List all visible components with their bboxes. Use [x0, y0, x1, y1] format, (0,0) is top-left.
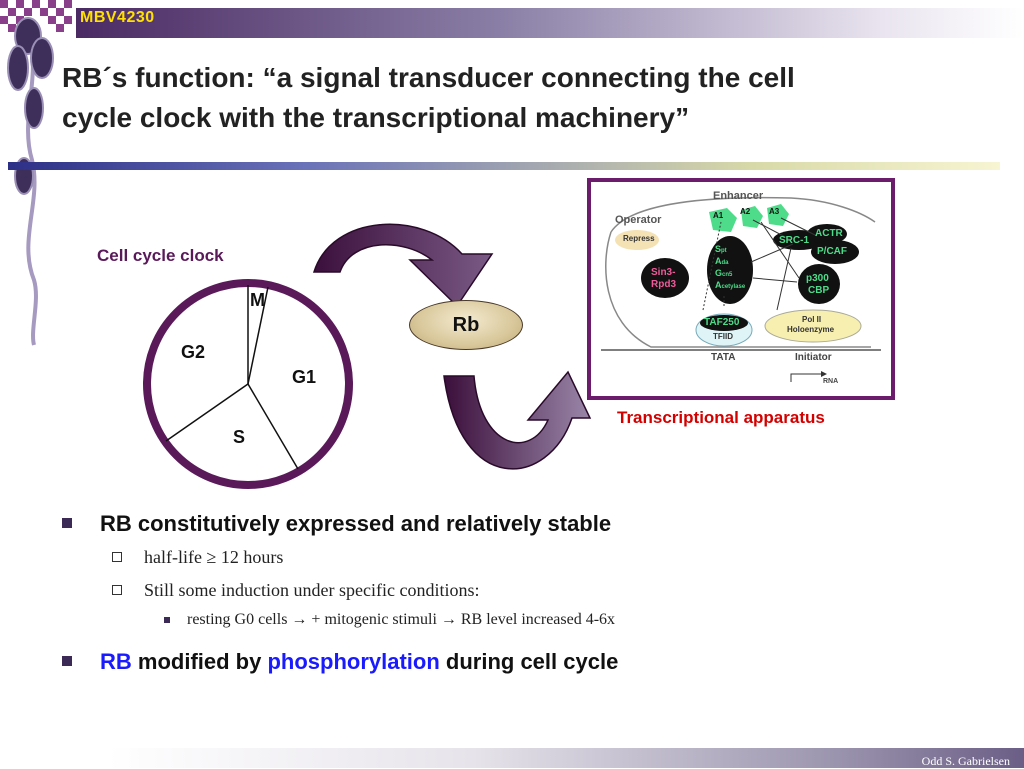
saga-acetylase: Acetylase [715, 280, 746, 290]
phase-s-label: S [233, 427, 246, 447]
operator-label: Operator [615, 214, 662, 226]
p300-label: p300 [806, 273, 829, 284]
initiator-label: Initiator [795, 352, 832, 363]
transcription-caption: Transcriptional apparatus [617, 408, 825, 427]
saga-g: Gcn5 [715, 268, 733, 278]
course-code: MBV4230 [80, 9, 155, 26]
cell-cycle-clock [143, 279, 353, 489]
pol2-label: Pol II [802, 315, 822, 324]
saga-s: Spt [715, 244, 727, 254]
bullet-1: RB constitutively expressed and relative… [62, 508, 1002, 544]
phase-g1-label: G1 [292, 367, 317, 387]
pcaf-label: P/CAF [817, 246, 847, 257]
footer-bar [108, 748, 1024, 768]
repress-label: Repress [623, 234, 655, 243]
bullet-1-1: half-life ≥ 12 hours [62, 544, 1002, 577]
slide-title: RB´s function: “a signal transducer conn… [62, 58, 982, 138]
bullet-1-2-1-text: resting G0 cells → + mitogenic stimuli →… [187, 611, 616, 628]
tfiid-label: TFIID [713, 332, 733, 341]
bullet-1-2: Still some induction under specific cond… [62, 577, 1002, 610]
bullet-1-2-text: Still some induction under specific cond… [144, 580, 480, 600]
bullet-2-phosphorylation: phosphorylation [267, 649, 440, 674]
bullet-2-rb: RB [100, 649, 132, 674]
author-name: Odd S. Gabrielsen [921, 754, 1010, 768]
slide-title-line-1: RB´s function: “a signal transducer conn… [62, 62, 795, 93]
enhancer-label: Enhancer [713, 190, 764, 202]
phase-m-label: M [250, 290, 265, 310]
top-curved-arrow [312, 223, 494, 308]
bullet-1-1-text: half-life ≥ 12 hours [144, 547, 284, 567]
cbp-label: CBP [808, 285, 830, 296]
phase-g2-label: G2 [181, 342, 206, 362]
cell-cycle-caption: Cell cycle clock [97, 246, 224, 265]
bullet-square-icon [62, 518, 72, 528]
title-underline [8, 162, 1000, 170]
bullet-2: RB modified by phosphorylation during ce… [62, 646, 1002, 682]
bullet-hollow-square-icon [112, 552, 122, 562]
bullet-2-end: during cell cycle [439, 649, 619, 674]
a2-label: A2 [740, 207, 751, 216]
actr-label: ACTR [815, 228, 843, 239]
src1-label: SRC-1 [779, 235, 810, 246]
bullet-2-text: RB modified by phosphorylation during ce… [100, 649, 618, 675]
rb-node: Rb [409, 300, 523, 350]
bullet-1-2-1: resting G0 cells → + mitogenic stimuli →… [62, 610, 1002, 646]
vine-decoration [0, 0, 72, 346]
transcription-diagram-shapes [601, 196, 881, 382]
slide-title-line-2: cycle clock with the transcriptional mac… [62, 102, 690, 133]
bottom-curved-arrow [443, 370, 592, 470]
a1-label: A1 [713, 211, 724, 220]
rna-label: RNA [823, 378, 839, 385]
tata-label: TATA [711, 352, 736, 363]
holoenzyme-label: Holoenzyme [787, 325, 835, 334]
transcription-diagram: Operator Enhancer Repress A1 A2 A3 Sin3-… [587, 178, 895, 400]
bullet-square-icon [62, 656, 72, 666]
bullet-hollow-square-icon [112, 585, 122, 595]
sin3-label: Sin3- [651, 267, 676, 278]
taf250-label: TAF250 [704, 317, 740, 328]
a3-label: A3 [769, 207, 780, 216]
rpd3-label: Rpd3 [651, 279, 676, 290]
bullet-small-square-icon [164, 617, 170, 623]
bullet-list: RB constitutively expressed and relative… [62, 508, 1002, 682]
bullet-2-mid: modified by [131, 649, 268, 674]
bullet-1-text: RB constitutively expressed and relative… [100, 511, 612, 536]
saga-a: Ada [715, 256, 729, 266]
header-bar [76, 8, 1024, 38]
